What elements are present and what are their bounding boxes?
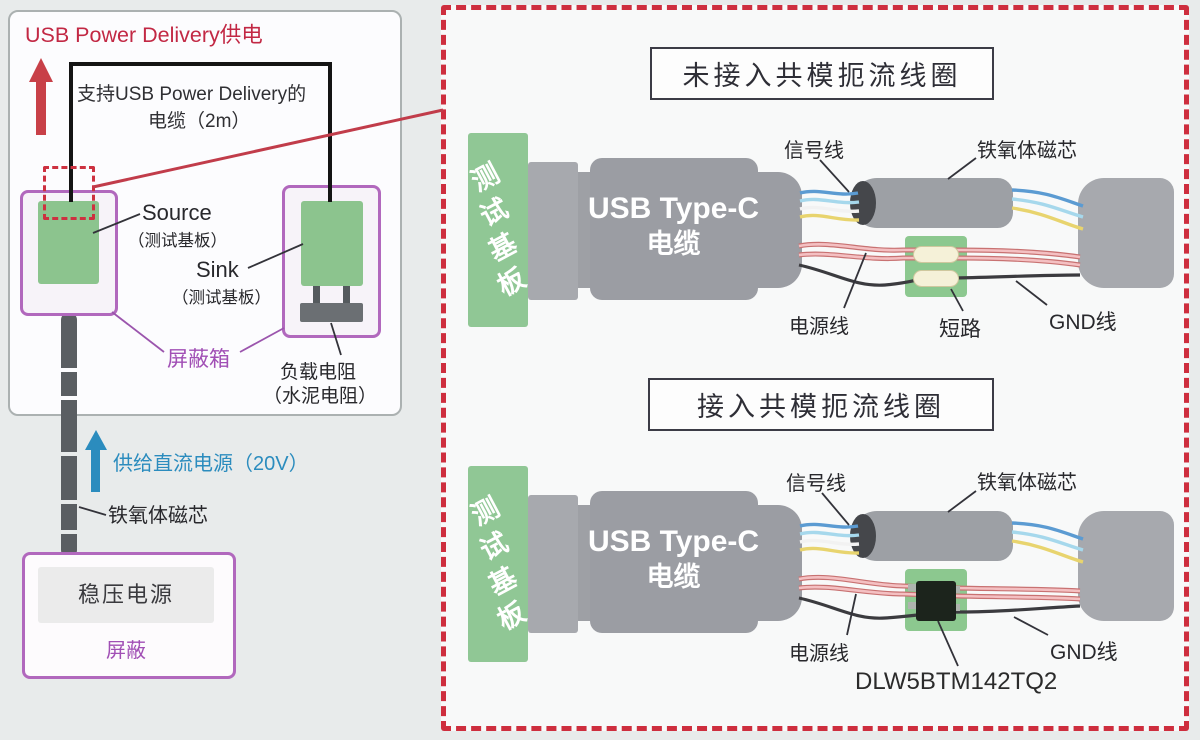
ferrite-cylinder-2 — [852, 511, 1013, 561]
cable-boot-1 — [754, 172, 802, 288]
cable-loop-left — [69, 62, 73, 202]
power-wire-label-2: 电源线 — [789, 643, 849, 665]
gnd-wire-label-2: GND线 — [1050, 641, 1118, 664]
source-test-board — [38, 201, 99, 284]
resistor-leg — [343, 286, 350, 304]
magnified-area-marker — [43, 166, 95, 220]
source-label: Source — [142, 200, 212, 225]
red-up-arrow-shaft — [36, 80, 46, 135]
cable-label-line1: 支持USB Power Delivery的 — [77, 84, 307, 105]
cable-ferrite-gap — [60, 530, 78, 534]
short-pad-top — [913, 246, 959, 263]
plug-neck-1 — [578, 172, 591, 288]
cable-overmold-1 — [590, 158, 758, 300]
title-with-choke: 接入共模扼流线圈 — [648, 378, 994, 431]
plug-shell-1 — [528, 162, 578, 300]
load-label-line1: 负载电阻 — [280, 362, 357, 383]
cable-loop-top — [69, 62, 332, 66]
cable-text-1-line1: USB Type-C — [587, 192, 760, 225]
short-circuit-label: 短路 — [939, 318, 981, 341]
cable-text-2-line1: USB Type-C — [587, 525, 760, 558]
far-connector-1 — [1078, 178, 1174, 288]
test-board-2: 测试基板 — [465, 466, 531, 662]
ferrite-core-label-left: 铁氧体磁芯 — [108, 505, 208, 527]
dc-supply-label: 供给直流电源（20V） — [113, 453, 309, 475]
ferrite-cylinder-2-opening — [850, 514, 876, 558]
short-pad-bottom — [913, 270, 959, 287]
ferrite-cylinder-1 — [852, 178, 1013, 228]
source-sublabel: （测试基板） — [128, 232, 227, 250]
sink-label: Sink — [196, 257, 239, 282]
far-connector-2 — [1078, 511, 1174, 621]
cable-text-1-line2: 电缆 — [646, 228, 701, 259]
test-board-1: 测试基板 — [465, 133, 531, 327]
ferrite-core-label-2: 铁氧体磁芯 — [977, 472, 1077, 494]
test-board-1-text: 测试基板 — [465, 158, 531, 302]
cable-overmold-2 — [590, 491, 758, 633]
title-without-choke: 未接入共模扼流线圈 — [650, 47, 994, 100]
choke-chip — [916, 581, 956, 621]
plug-neck-2 — [578, 505, 591, 621]
cable-text-2-line2: 电缆 — [646, 561, 701, 592]
psu-shield-label: 屏蔽 — [106, 640, 146, 662]
ferrite-cylinder-1-opening — [850, 181, 876, 225]
red-up-arrow-icon — [29, 58, 53, 82]
test-board-2-text: 测试基板 — [465, 492, 531, 636]
cable-boot-2 — [754, 505, 802, 621]
signal-wire-label-2: 信号线 — [786, 473, 846, 495]
plug-shell-2 — [528, 495, 578, 633]
choke-part-number-label: DLW5BTM142TQ2 — [855, 668, 1058, 695]
blue-up-arrow-icon — [85, 430, 107, 450]
load-resistor — [300, 303, 363, 322]
blue-up-arrow-shaft — [91, 448, 100, 492]
psu-label-box: 稳压电源 — [38, 567, 214, 623]
resistor-leg — [313, 286, 320, 304]
cable-ferrite-gap — [60, 452, 78, 456]
sink-test-board — [301, 201, 363, 286]
gnd-wire-label-1: GND线 — [1049, 311, 1117, 334]
power-wire-label-1: 电源线 — [789, 316, 849, 338]
cable-ferrite-gap — [60, 396, 78, 400]
signal-wire-label-1: 信号线 — [784, 140, 844, 162]
cable-ferrite-gap — [60, 500, 78, 504]
cable-loop-right — [328, 62, 332, 202]
shield-box-label: 屏蔽箱 — [167, 348, 230, 371]
cable-ferrite-gap — [60, 368, 78, 372]
sink-sublabel: （测试基板） — [172, 289, 271, 307]
ferrite-core-label-1: 铁氧体磁芯 — [977, 140, 1077, 162]
cable-label-line2: 电缆（2m） — [148, 111, 251, 132]
left-panel-title: USB Power Delivery供电 — [25, 23, 263, 47]
dc-cable — [61, 312, 77, 558]
load-label-line2: （水泥电阻） — [263, 386, 378, 407]
